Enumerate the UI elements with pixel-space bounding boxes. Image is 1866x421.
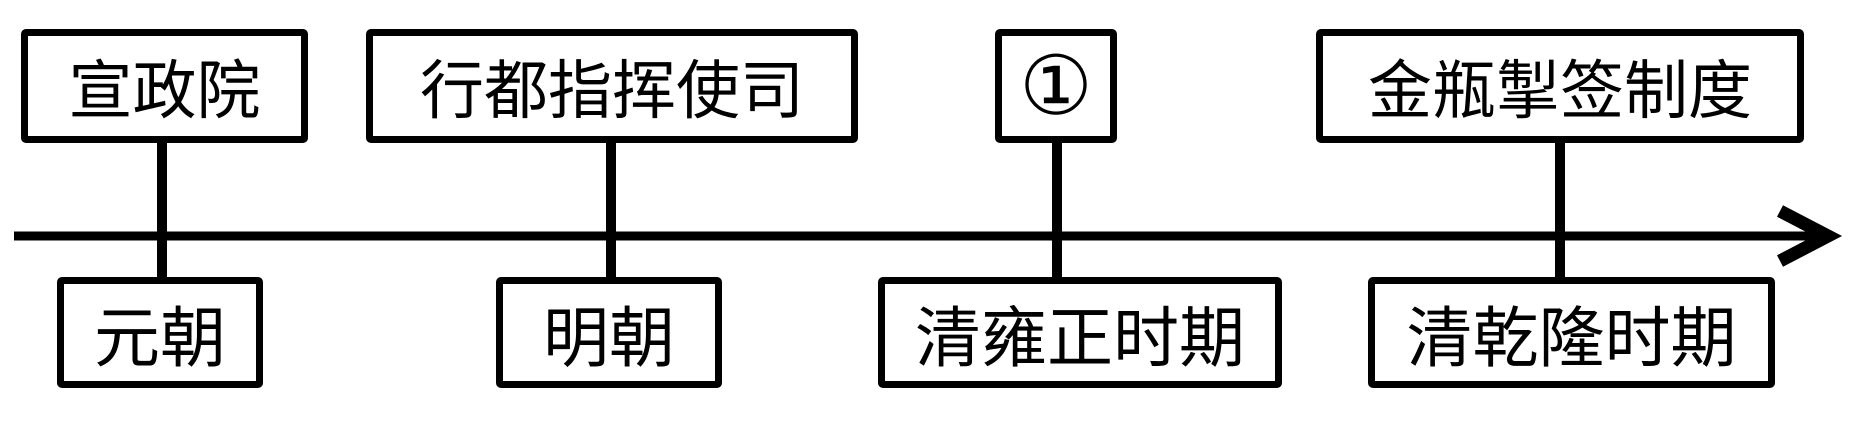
box-golden-urn-system-label: 金瓶掣签制度 (1368, 55, 1752, 127)
connector-yuan (157, 138, 167, 282)
box-yuan-dynasty: 元朝 (57, 277, 263, 388)
box-xuanzhengyuan-label: 宣政院 (68, 55, 261, 127)
box-blank-circled-1-label: ① (1019, 40, 1093, 132)
connector-qing-qianlong (1555, 138, 1565, 282)
box-yuan-dynasty-label: 元朝 (94, 300, 226, 375)
box-golden-urn-system: 金瓶掣签制度 (1316, 29, 1804, 143)
box-qing-qianlong-period-label: 清乾隆时期 (1406, 300, 1737, 375)
box-blank-circled-1: ① (995, 29, 1117, 143)
box-qing-yongzheng-period: 清雍正时期 (878, 277, 1282, 388)
box-ming-dynasty-label: 明朝 (543, 300, 675, 375)
box-xuanzhengyuan: 宣政院 (21, 29, 308, 143)
connector-ming (606, 138, 616, 282)
box-qing-yongzheng-period-label: 清雍正时期 (915, 300, 1245, 375)
connector-qing-yongzheng (1052, 138, 1062, 282)
timeline-arrow-icon (1776, 205, 1843, 267)
box-xingdu-zhihui-shisi-label: 行都指挥使司 (420, 55, 804, 127)
box-qing-qianlong-period: 清乾隆时期 (1368, 277, 1775, 388)
box-ming-dynasty: 明朝 (496, 277, 722, 388)
box-xingdu-zhihui-shisi: 行都指挥使司 (366, 29, 858, 143)
